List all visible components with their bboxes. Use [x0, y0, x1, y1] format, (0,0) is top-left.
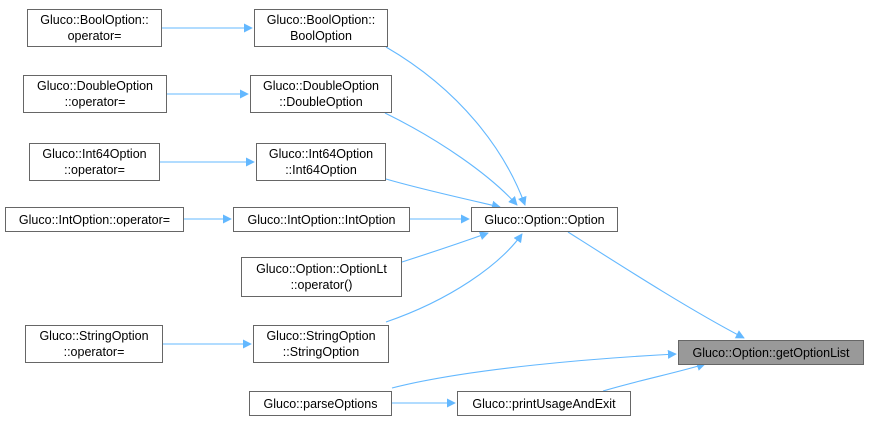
edge-parse-to-get_list [391, 349, 677, 389]
node-label-line: Gluco::Option::Option [484, 212, 605, 227]
node-bool-ctor[interactable]: Gluco::BoolOption::BoolOption [254, 9, 388, 47]
edge-opt_ctor-to-get_list [567, 231, 745, 339]
node-int-op[interactable]: Gluco::IntOption::operator= [5, 207, 184, 232]
node-int-ctor[interactable]: Gluco::IntOption::IntOption [233, 207, 410, 232]
node-label-line: Gluco::DoubleOption [262, 79, 380, 93]
node-label-line: Gluco::Int64Option [42, 147, 147, 161]
node-str-op[interactable]: Gluco::StringOption::operator= [25, 325, 163, 363]
node-opt-ctor[interactable]: Gluco::Option::Option [471, 207, 618, 232]
edge-i64_ctor-to-opt_ctor [385, 178, 501, 210]
node-label-line: Gluco::Int64Option [268, 147, 374, 161]
node-str-ctor[interactable]: Gluco::StringOption::StringOption [253, 325, 389, 363]
node-label-line: Gluco::Option::getOptionList [692, 345, 850, 360]
node-label-line: Gluco::BoolOption:: [40, 13, 149, 27]
node-i64-ctor[interactable]: Gluco::Int64Option::Int64Option [256, 143, 386, 181]
edge-optlt_op-to-opt_ctor [401, 231, 489, 263]
edge-usage-to-get_list [602, 362, 706, 392]
node-label-line: ::operator= [64, 95, 126, 109]
node-label-line: ::operator= [63, 345, 125, 359]
edge-bool_ctor-to-opt_ctor [385, 46, 527, 206]
node-i64-op[interactable]: Gluco::Int64Option::operator= [29, 143, 160, 181]
edge-str_ctor-to-opt_ctor [385, 233, 523, 323]
node-label-line: Gluco::StringOption [39, 329, 149, 343]
node-dbl-ctor[interactable]: Gluco::DoubleOption::DoubleOption [250, 75, 392, 113]
node-label-line: ::DoubleOption [279, 95, 363, 109]
edge-dbl_ctor-to-opt_ctor [384, 112, 518, 206]
node-bool-op[interactable]: Gluco::BoolOption::operator= [27, 9, 162, 47]
node-label-line: operator= [67, 29, 122, 43]
node-dbl-op[interactable]: Gluco::DoubleOption::operator= [23, 75, 167, 113]
node-label-line: Gluco::printUsageAndExit [472, 396, 616, 411]
node-label-line: Gluco::IntOption::operator= [18, 212, 171, 227]
node-label-line: Gluco::StringOption [266, 329, 376, 343]
node-parse[interactable]: Gluco::parseOptions [249, 391, 392, 416]
node-usage[interactable]: Gluco::printUsageAndExit [457, 391, 631, 416]
node-label-line: BoolOption [290, 29, 352, 43]
node-label-line: ::Int64Option [285, 163, 357, 177]
node-label-line: ::StringOption [282, 345, 360, 359]
node-label-line: Gluco::DoubleOption [36, 79, 154, 93]
node-label-line: ::operator= [64, 163, 125, 177]
node-label-line: Gluco::Option::OptionLt [256, 262, 387, 276]
node-get-list: Gluco::Option::getOptionList [678, 340, 864, 365]
node-label-line: Gluco::BoolOption:: [266, 13, 376, 27]
node-label-line: ::operator() [290, 278, 353, 292]
node-label-line: Gluco::IntOption::IntOption [247, 212, 396, 227]
node-optlt-op[interactable]: Gluco::Option::OptionLt::operator() [241, 257, 402, 297]
node-label-line: Gluco::parseOptions [263, 396, 378, 411]
